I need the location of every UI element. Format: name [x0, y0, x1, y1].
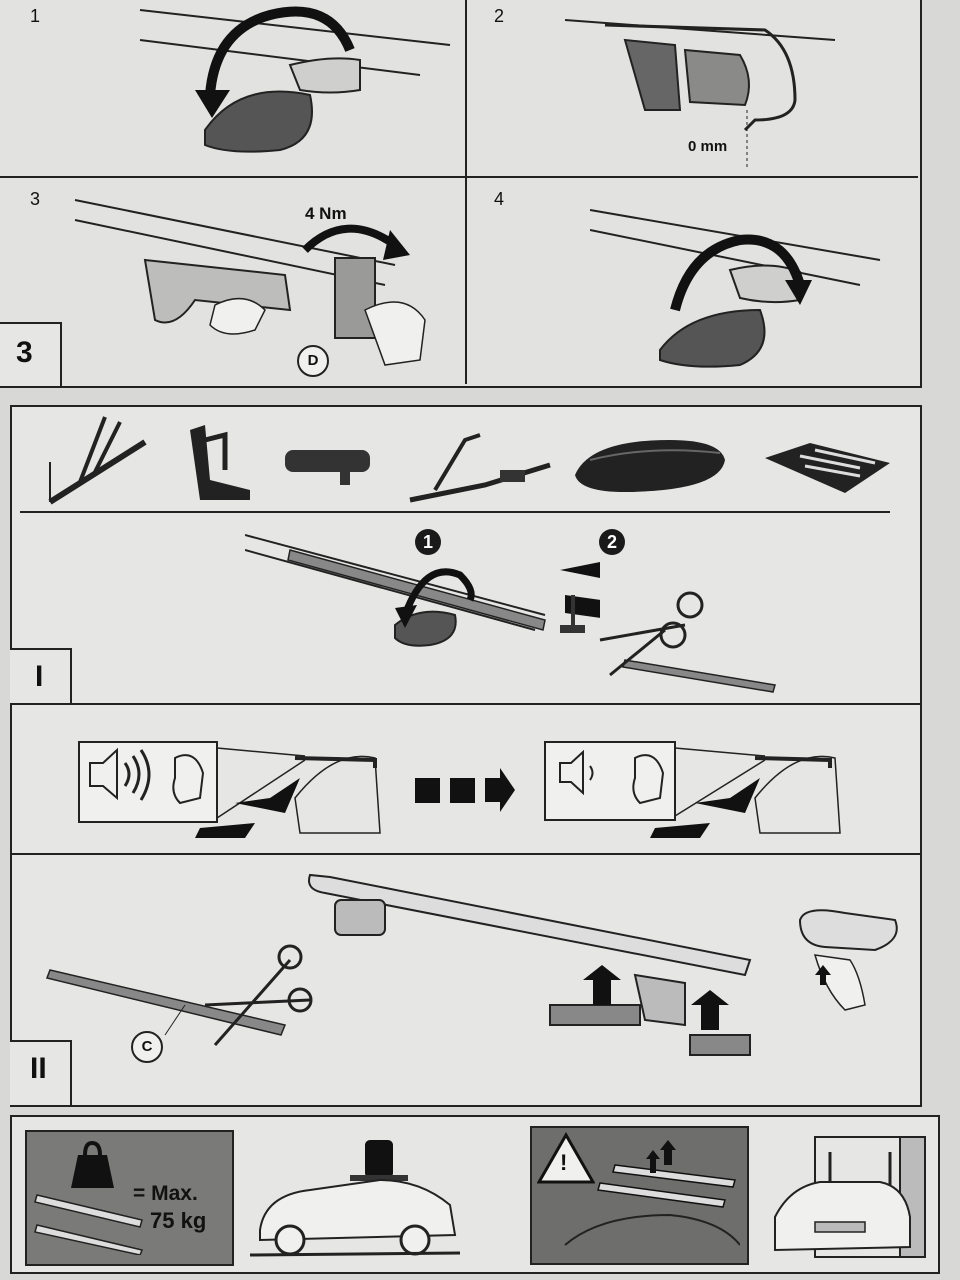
section-II-label: II [30, 1052, 47, 1085]
section-I-box [10, 648, 72, 705]
section-3-box [0, 322, 62, 386]
warning-symbol: ! [560, 1150, 568, 1175]
step-1-illustration [139, 6, 451, 153]
section-I-panel [10, 405, 922, 707]
fork-mount-icon [409, 433, 551, 503]
warning-icon [537, 1132, 595, 1184]
car-wash-illustration [774, 1136, 926, 1258]
grid-divider-horizontal [0, 176, 918, 178]
accessory-divider [20, 511, 890, 513]
max-load-panel [25, 1130, 234, 1266]
section-II-box [10, 1040, 72, 1105]
part-c-label: C [131, 1031, 163, 1063]
max-load-value: 75 kg [150, 1208, 207, 1233]
car-with-load-illustration [250, 1140, 460, 1257]
section-II-panel [10, 853, 922, 1107]
roof-bars-icon [34, 1194, 144, 1255]
step-marker-1: 1 [415, 529, 441, 555]
max-load-label: = Max. [133, 1182, 198, 1205]
section-I-label: I [35, 660, 44, 693]
step-3-illustration [74, 199, 426, 366]
step-grid [0, 0, 922, 388]
bike-carrier-icon [48, 416, 147, 505]
step-2-illustration [565, 19, 836, 170]
step-3-number: 3 [30, 189, 41, 209]
step-2-gap-label: 0 mm [688, 138, 728, 155]
kayak-carrier-icon [190, 425, 250, 500]
tool-d-label: D [297, 345, 329, 377]
grid-divider-vertical [465, 0, 467, 384]
noise-illustration [78, 741, 841, 838]
step-3-torque-label: 4 Nm [305, 204, 347, 223]
step-4-number: 4 [494, 189, 505, 209]
section-II-illustration [46, 873, 898, 1056]
section-I-illustration [245, 534, 776, 693]
step-4-illustration [590, 209, 881, 368]
step-1-number: 1 [30, 6, 41, 26]
ski-carrier-icon [285, 450, 370, 485]
weight-icon [71, 1140, 114, 1188]
section-3-label: 3 [16, 336, 33, 369]
step-2-number: 2 [494, 6, 505, 26]
load-basket-icon [765, 443, 890, 493]
warning-illustration [564, 1140, 740, 1246]
step-marker-2: 2 [599, 529, 625, 555]
roof-box-icon [575, 440, 725, 493]
